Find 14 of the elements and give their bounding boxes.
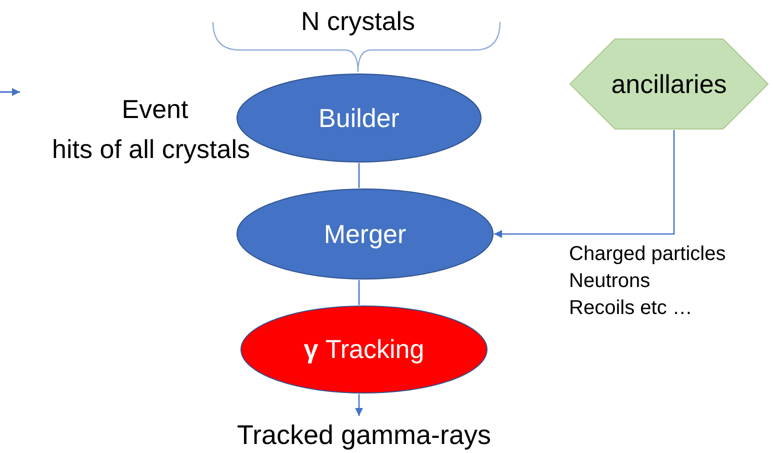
annotation-text: Neutrons bbox=[569, 270, 650, 293]
annotation-text: hits of all crystals bbox=[51, 134, 250, 165]
process-ellipse: Merger bbox=[236, 188, 494, 280]
connector-line bbox=[358, 163, 360, 188]
arrow bbox=[355, 394, 363, 416]
output-text: Tracked gamma-rays bbox=[224, 418, 504, 452]
bracket-label: N crystals bbox=[300, 6, 416, 37]
process-hexagon: ancillaries bbox=[569, 38, 769, 130]
annotation-text: Event bbox=[120, 94, 190, 125]
annotation-text: Recoils etc … bbox=[569, 297, 692, 320]
process-ellipse: γ Tracking bbox=[240, 305, 488, 394]
annotation-text: Charged particles bbox=[569, 243, 726, 266]
connector-line bbox=[358, 280, 360, 305]
arrow bbox=[494, 130, 675, 238]
